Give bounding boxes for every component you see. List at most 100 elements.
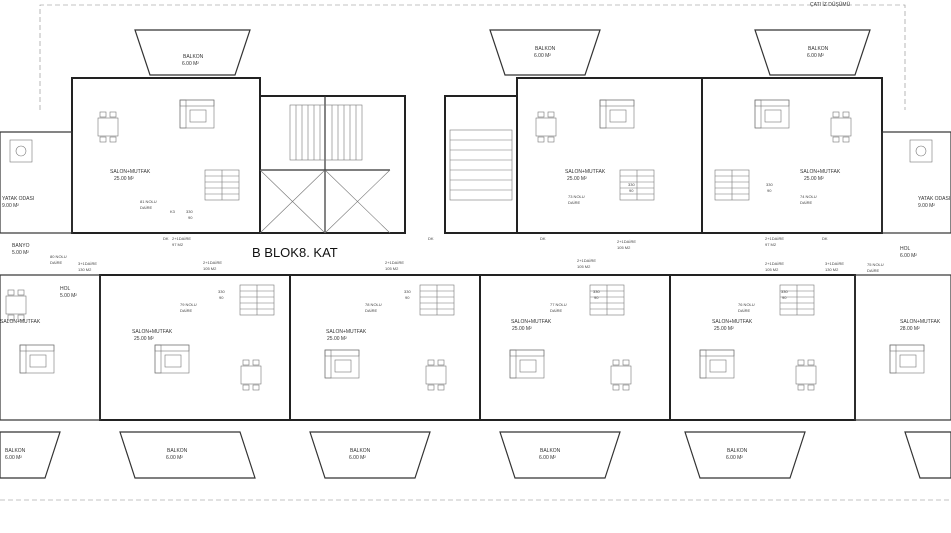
room-label: BANYO (12, 243, 30, 249)
main-stair (289, 104, 513, 201)
room-label: SALON+MUTFAK (712, 319, 753, 325)
room-area: 9.00 M² (2, 203, 19, 209)
balcony-area: 6.00 M² (349, 455, 366, 461)
tag: 330 (186, 209, 193, 214)
tag: 90 (767, 188, 772, 193)
room-area: 25.00 M² (714, 326, 734, 332)
balcony-label: BALKON (540, 448, 561, 454)
tag: 330 (781, 289, 788, 294)
unit-no: 80 NOLU (50, 254, 67, 259)
unit-no: 74 NOLU (800, 194, 817, 199)
room-area: 5.00 M² (12, 250, 29, 256)
unit-size-type: 2+1DAİRE (765, 261, 784, 266)
unit-size-type: 2+1DAİRE (765, 236, 784, 241)
room-label: SALON+MUTFAK (132, 329, 173, 335)
unit-type: DAİRE (140, 205, 153, 210)
room-label: YATAK ODASI (2, 196, 34, 202)
unit-type: DAİRE (568, 200, 581, 205)
upper-units (0, 77, 951, 234)
tag: 330 (628, 182, 635, 187)
room-label: HOL (60, 286, 71, 292)
balcony-area: 6.00 M² (726, 455, 743, 461)
room-label: SALON+MUTFAK (800, 169, 841, 175)
tag: K3 (170, 209, 176, 214)
unit-type: DAİRE (180, 308, 193, 313)
room-area: 5.00 M² (60, 293, 77, 299)
upper-balconies (134, 29, 871, 76)
unit-size-type: 3+1DAİRE (825, 261, 844, 266)
tag: 90 (405, 295, 410, 300)
room-area: 25.00 M² (327, 336, 347, 342)
unit-no: 79 NOLU (180, 302, 197, 307)
balcony-label: BALKON (727, 448, 748, 454)
lower-units (0, 274, 951, 421)
balcony-label: BALKON (535, 46, 556, 52)
tag: DK (163, 236, 169, 241)
room-area: 6.00 M² (900, 253, 917, 259)
unit-size-area: 105 M2 (577, 264, 591, 269)
room-area: 9.00 M² (918, 203, 935, 209)
room-area: 25.00 M² (134, 336, 154, 342)
balcony-label: BALKON (5, 448, 26, 454)
room-area: 25.00 M² (567, 176, 587, 182)
unit-no: 78 NOLU (365, 302, 382, 307)
balcony-label: BALKON (183, 54, 204, 60)
tag: DK (428, 236, 434, 241)
tag: 90 (594, 295, 599, 300)
room-area: 25.00 M² (804, 176, 824, 182)
balcony-label: BALKON (808, 46, 829, 52)
unit-size-area: 105 M2 (765, 267, 779, 272)
unit-type: DAİRE (50, 260, 63, 265)
roof-outline (0, 4, 951, 501)
unit-size-area: 97 M2 (765, 242, 777, 247)
balcony-area: 6.00 M² (534, 53, 551, 59)
balcony-area: 6.00 M² (182, 61, 199, 67)
balcony-label: BALKON (350, 448, 371, 454)
tag: 330 (404, 289, 411, 294)
balcony-area: 6.00 M² (539, 455, 556, 461)
lower-balconies (0, 431, 951, 479)
unit-size-area: 97 M2 (172, 242, 184, 247)
balcony-area: 6.00 M² (166, 455, 183, 461)
room-label: SALON+MUTFAK (326, 329, 367, 335)
room-label: HOL (900, 246, 911, 252)
room-label: SALON+MUTFAK (511, 319, 552, 325)
tag: 90 (219, 295, 224, 300)
room-area: 25.00 M² (512, 326, 532, 332)
unit-size-type: 2+1DAİRE (203, 260, 222, 265)
room-label: YATAK ODASI (918, 196, 950, 202)
balcony-area: 6.00 M² (807, 53, 824, 59)
unit-size-type: 2+1DAİRE (385, 260, 404, 265)
floor-title: B BLOK8. KAT (252, 245, 338, 260)
unit-size-type: 2+1DAİRE (577, 258, 596, 263)
tag: 90 (188, 215, 193, 220)
room-area: 25.00 M² (114, 176, 134, 182)
unit-type: DAİRE (800, 200, 813, 205)
room-label: SALON+MUTFAK (0, 319, 41, 325)
roof-note: ÇATI İZ DÜŞÜMÜ (810, 1, 851, 8)
unit-type: DAİRE (365, 308, 378, 313)
unit-size-type: 3+1DAİRE (78, 261, 97, 266)
unit-size-area: 130 M2 (78, 267, 92, 272)
unit-size-area: 105 M2 (617, 245, 631, 250)
unit-no: 81 NOLU (140, 199, 157, 204)
tag: DK (540, 236, 546, 241)
tag: 330 (593, 289, 600, 294)
tag: DK (822, 236, 828, 241)
unit-no: 76 NOLU (738, 302, 755, 307)
tag: 330 (218, 289, 225, 294)
tag: 90 (782, 295, 787, 300)
unit-size-type: 2+1DAİRE (617, 239, 636, 244)
balcony-area: 6.00 M² (5, 455, 22, 461)
unit-no: 77 NOLU (550, 302, 567, 307)
room-label: SALON+MUTFAK (900, 319, 941, 325)
unit-type: DAİRE (867, 268, 880, 273)
unit-size-area: 130 M2 (825, 267, 839, 272)
balcony-label: BALKON (167, 448, 188, 454)
unit-no: 73 NOLU (568, 194, 585, 199)
unit-type: DAİRE (550, 308, 563, 313)
room-label: SALON+MUTFAK (565, 169, 606, 175)
tag: 90 (629, 188, 634, 193)
unit-no: 75 NOLU (867, 262, 884, 267)
unit-size-type: 2+1DAİRE (172, 236, 191, 241)
